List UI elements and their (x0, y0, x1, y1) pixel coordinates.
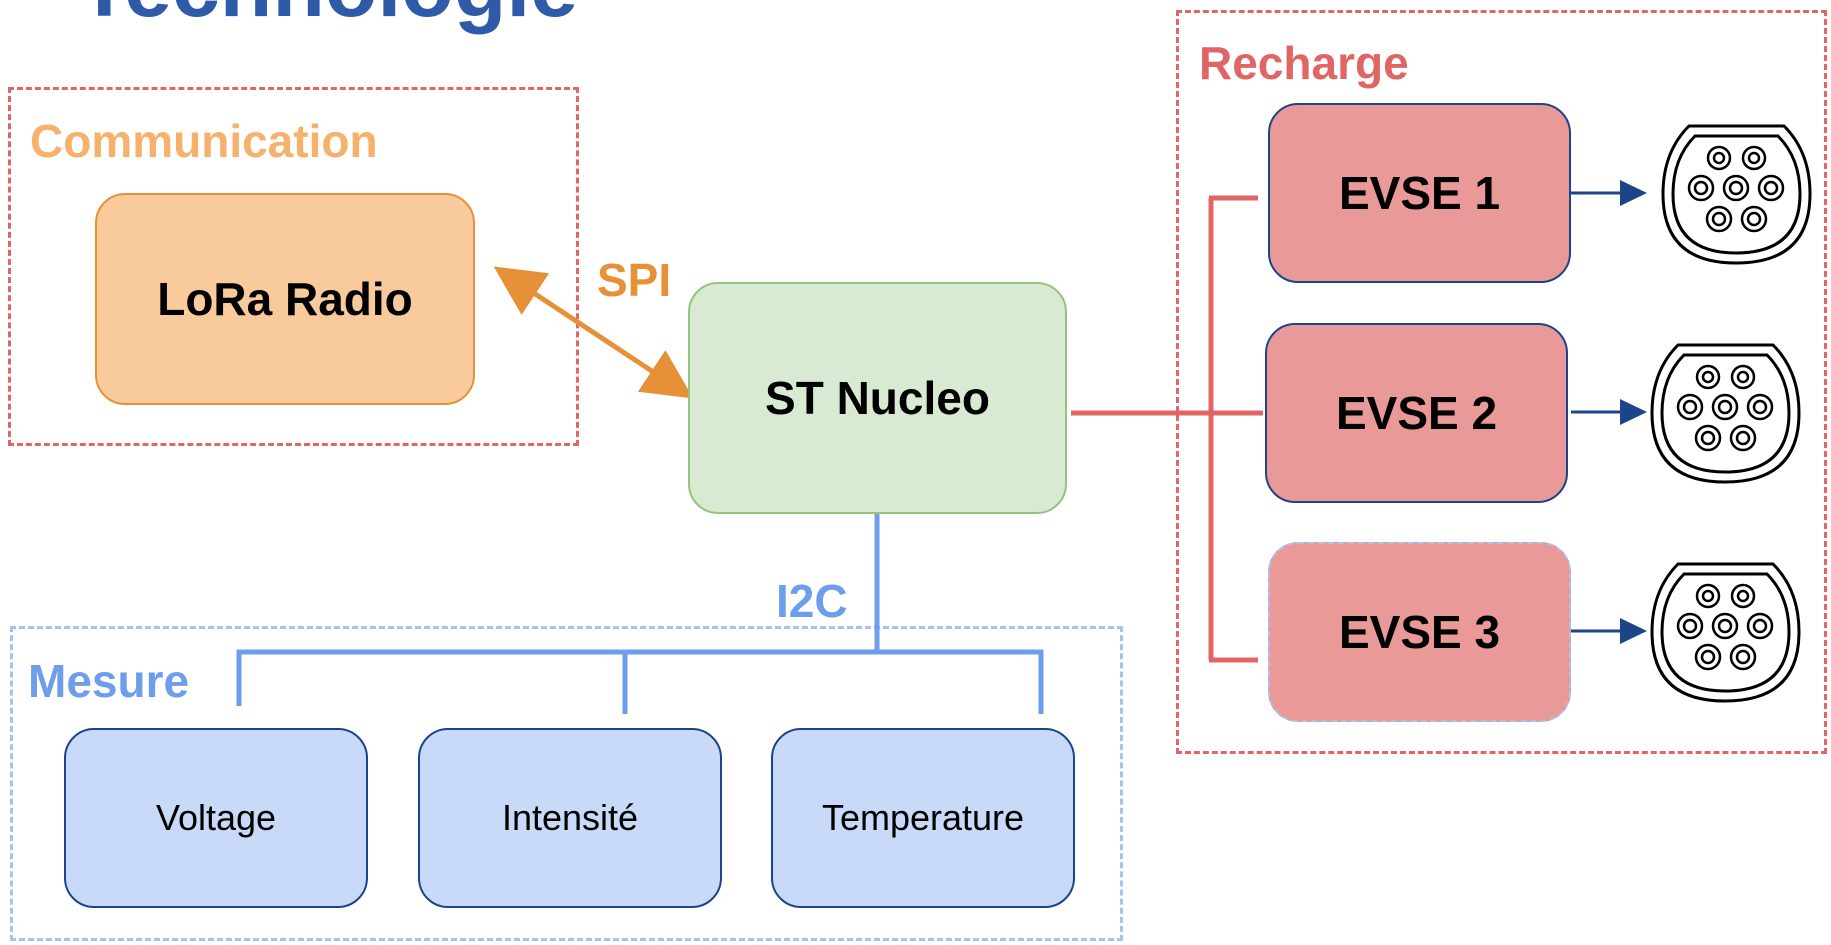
spi-connector (493, 266, 694, 399)
st-nucleo-node: ST Nucleo (688, 282, 1067, 514)
intensite-label: Intensité (501, 797, 639, 838)
plug-arrows (1571, 180, 1647, 644)
evse-2-node: EVSE 2 (1265, 323, 1568, 503)
lora-radio-node: LoRa Radio (95, 193, 475, 405)
mesure-group (10, 626, 1123, 941)
recharge-group (1176, 10, 1827, 754)
voltage-node: Voltage (64, 728, 368, 908)
evse-2-label: EVSE 2 (1335, 387, 1498, 439)
ev-plug-icon (1661, 124, 1812, 265)
i2c-label: I2C (776, 575, 848, 627)
recharge-bus (1071, 195, 1263, 663)
recharge-group-label: Recharge (1199, 37, 1409, 89)
mesure-group-label: Mesure (28, 655, 190, 707)
ev-plug-icon (1650, 343, 1801, 484)
evse-1-node: EVSE 1 (1268, 103, 1571, 283)
communication-group-label: Communication (30, 115, 378, 167)
st-nucleo-label: ST Nucleo (765, 372, 990, 424)
evse-3-label: EVSE 3 (1338, 606, 1501, 658)
temperature-label: Temperature (821, 797, 1025, 838)
evse-1-label: EVSE 1 (1338, 167, 1501, 219)
intensite-node: Intensité (418, 728, 722, 908)
temperature-node: Temperature (771, 728, 1075, 908)
evse-3-node: EVSE 3 (1268, 542, 1571, 722)
i2c-bus (236, 514, 1044, 714)
ev-plug-icon (1650, 562, 1801, 703)
voltage-label: Voltage (155, 797, 277, 838)
spi-label: SPI (597, 254, 672, 306)
page-title: Technologie (78, 0, 578, 30)
lora-radio-label: LoRa Radio (157, 273, 413, 325)
